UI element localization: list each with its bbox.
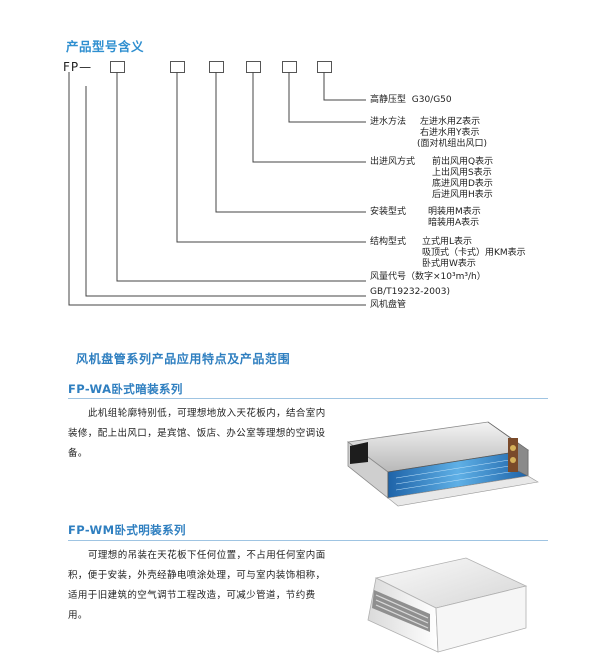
exposed-unit-image — [367, 557, 528, 653]
series-description-wm: 可理想的吊装在天花板下任何位置，不占用任何室内面积，便于安装，外壳经静电喷涂处理… — [68, 550, 326, 621]
legend-product: 风机盘管 — [370, 300, 407, 310]
series-divider — [68, 398, 548, 399]
series-divider — [68, 540, 548, 541]
legend-inlet-line: (面对机组出风口) — [417, 139, 488, 149]
legend-structure-line: 立式用L表示 — [422, 237, 473, 247]
concealed-unit-image — [346, 421, 539, 507]
legend-outlet-line: 上出风用S表示 — [432, 168, 492, 178]
legend-inlet-label: 进水方法 — [370, 117, 407, 127]
legend-inlet-line: 左进水用Z表示 — [420, 117, 481, 127]
legend-outlet-line: 前出风用Q表示 — [432, 157, 494, 167]
legend-install-line: 明装用M表示 — [428, 207, 481, 217]
legend-outlet-line: 后进风用H表示 — [432, 190, 493, 200]
model-meaning-heading: 产品型号含义 — [66, 39, 145, 54]
series-title-wa: FP-WA卧式暗装系列 — [68, 382, 183, 396]
legend-structure-line: 吸顶式（卡式）用KM表示 — [422, 248, 526, 258]
legend-standard: GB/T19232-2003) — [370, 287, 450, 297]
legend-structure-label: 结构型式 — [370, 237, 407, 247]
section-title: 风机盘管系列产品应用特点及产品范围 — [76, 352, 291, 366]
legend-outlet-label: 出进风方式 — [370, 157, 416, 167]
legend-install-label: 安装型式 — [370, 207, 407, 217]
legend-structure-line: 卧式用W表示 — [422, 259, 476, 269]
model-prefix: FP— — [63, 60, 93, 74]
legend-airflow: 风量代号（数字×10³m³/h） — [370, 272, 486, 282]
legend-static-pressure: 高静压型 G30/G50 — [370, 95, 452, 105]
legend-outlet-line: 底进风用D表示 — [432, 179, 493, 189]
legend-install-line: 暗装用A表示 — [428, 218, 480, 228]
model-leader-lines — [68, 72, 366, 306]
series-title-wm: FP-WM卧式明装系列 — [68, 523, 186, 537]
series-description-wa: 此机组轮廓特别低，可理想地放入天花板内，结合室内装修，配上出风口，是宾馆、饭店、… — [68, 408, 326, 459]
legend-inlet-line: 右进水用Y表示 — [420, 128, 480, 138]
